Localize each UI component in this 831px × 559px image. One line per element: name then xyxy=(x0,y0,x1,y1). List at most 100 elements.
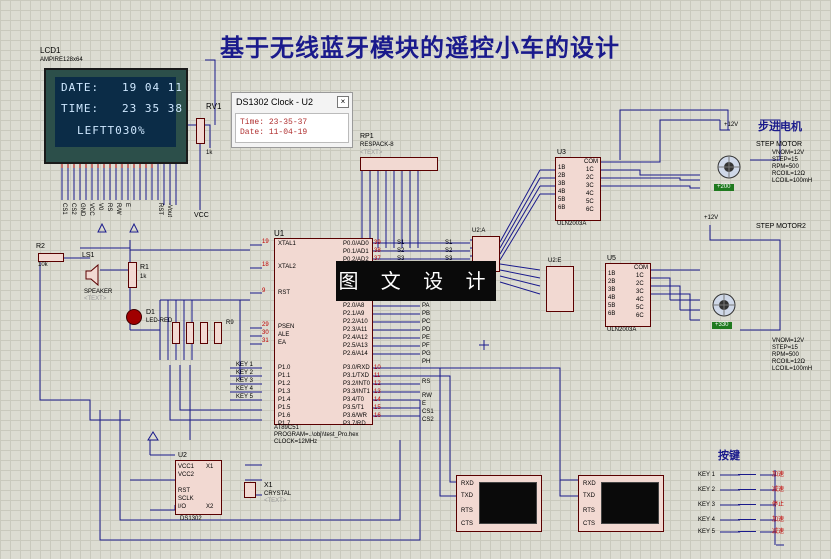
stepper-motor-2[interactable]: +330 xyxy=(700,290,750,335)
u1-pin-name: P1.5 xyxy=(278,405,291,411)
led-red-icon[interactable] xyxy=(126,309,142,325)
u3-out-pin: 1C xyxy=(586,167,594,173)
u3-out-pin: COM xyxy=(584,159,598,165)
u1-pin-number: 15 xyxy=(374,405,381,411)
u1-pin-number: 9 xyxy=(262,288,266,294)
u2-pin: VCC1 xyxy=(178,464,195,470)
u1-pin-name: EA xyxy=(278,340,287,346)
u5-out-pin: COM xyxy=(634,265,648,271)
clock-date-row: Date: 11-04-19 xyxy=(240,128,307,137)
clock-popup-title: DS1302 Clock - U2 xyxy=(236,97,314,107)
u1-pin-number: 39 xyxy=(374,240,381,246)
terminal-pin: TXD xyxy=(583,493,595,499)
u3-out-pin: 4C xyxy=(586,191,594,197)
lcd-pin-label: CS2 xyxy=(70,203,76,215)
motor2-supply: +12V xyxy=(704,215,719,221)
u2-pin: VCC2 xyxy=(178,472,195,478)
terminal-pin: RXD xyxy=(461,481,474,487)
r1-ref: R1 xyxy=(140,264,149,271)
u1-clock: CLOCK=12MHz xyxy=(274,439,318,445)
resistor-icon[interactable] xyxy=(186,322,194,344)
stepper-motor-icon xyxy=(717,155,741,179)
key-label: KEY 5 xyxy=(698,529,715,535)
u1-pin-name: P3.2/INT0 xyxy=(343,381,371,387)
key-label: KEY 1 xyxy=(698,472,715,478)
r2-ref: R2 xyxy=(36,243,45,250)
watermark-overlay: 图 文 设 计 xyxy=(336,261,496,301)
u2e-ref: U2:E xyxy=(548,258,562,264)
x1-text: <TEXT> xyxy=(264,498,287,504)
u5-part: ULN2003A xyxy=(607,327,637,333)
u3-driver[interactable] xyxy=(555,157,601,221)
lcd-display[interactable]: DATE: 19 04 11 TIME: 23 35 38 LEFTT030% xyxy=(44,68,188,164)
key-switch[interactable] xyxy=(738,519,756,523)
u1-program: PROGRAM=..\obj\\test_Pro.hex xyxy=(274,432,359,438)
lcd-pin-label: VCC xyxy=(88,203,94,216)
u1-pin-name: P1.2 xyxy=(278,381,291,387)
lcd-line-1: DATE: 19 04 11 xyxy=(61,81,183,94)
keys-heading: 按键 xyxy=(718,449,740,462)
key-switch[interactable] xyxy=(738,489,756,493)
resistor-icon[interactable] xyxy=(172,322,180,344)
port-label: E xyxy=(422,401,427,407)
rp1-text: <TEXT> xyxy=(360,150,383,156)
lcd-pin-label: RST xyxy=(157,203,163,215)
close-icon[interactable]: × xyxy=(337,96,349,108)
u1-pin-name: PSEN xyxy=(278,324,295,330)
potentiometer-icon[interactable] xyxy=(196,118,205,144)
resistor-icon[interactable] xyxy=(214,322,222,344)
u3-in-pin: 3B xyxy=(558,181,566,187)
lcd-screen: DATE: 19 04 11 TIME: 23 35 38 LEFTT030% xyxy=(55,77,182,147)
ds1302-clock-popup[interactable]: DS1302 Clock - U2 × Time: 23-35-37 Date:… xyxy=(231,92,353,148)
stepper-motor-1[interactable]: +200 xyxy=(700,150,750,195)
u5-driver[interactable] xyxy=(605,263,651,327)
net-label: S2 xyxy=(445,248,453,254)
net-label: S2 xyxy=(397,248,405,254)
u2-pin: I/O xyxy=(178,504,187,510)
port-label: CS2 xyxy=(422,417,434,423)
clock-time-row: Time: 23-35-37 xyxy=(240,118,307,127)
virtual-terminal-2[interactable]: RXD TXD RTS CTS xyxy=(578,475,664,532)
motor2-display: +330 xyxy=(712,322,732,329)
motor-heading: 步进电机 xyxy=(758,120,802,133)
u5-in-pin: 2B xyxy=(608,279,616,285)
terminal-pin: RTS xyxy=(461,508,473,514)
resistor-icon[interactable] xyxy=(128,262,137,288)
stepper-motor-icon xyxy=(712,293,736,317)
clock-popup-body: Time: 23-35-37 Date: 11-04-19 xyxy=(235,113,349,143)
terminal-pin: CTS xyxy=(461,521,473,527)
terminal-pin: RTS xyxy=(583,508,595,514)
key-label: KEY 3 xyxy=(698,502,715,508)
u1-pin-number: 31 xyxy=(262,338,269,344)
rp1-resistor-pack[interactable] xyxy=(360,157,438,171)
u3-out-pin: 6C xyxy=(586,207,594,213)
key-switch[interactable] xyxy=(738,531,756,535)
speaker-icon[interactable] xyxy=(84,262,104,288)
virtual-terminal-1[interactable]: RXD TXD RTS CTS xyxy=(456,475,542,532)
u3-part: ULN2003A xyxy=(557,221,587,227)
rv1-value: 1k xyxy=(206,150,213,156)
u5-in-pin: 3B xyxy=(608,287,616,293)
terminal-screen xyxy=(601,482,659,524)
u2-part: DS1302 xyxy=(180,516,202,522)
u2-ref: U2 xyxy=(178,452,187,459)
motor-param: RCOIL=12Ω xyxy=(772,171,805,177)
key-switch[interactable] xyxy=(738,474,756,478)
resistor-icon[interactable] xyxy=(200,322,208,344)
u1-pin-number: 30 xyxy=(262,330,269,336)
resistor-icon[interactable] xyxy=(38,253,64,262)
u1-pin-name: P3.4/T0 xyxy=(343,397,365,403)
u5-ref: U5 xyxy=(607,255,616,262)
u2-rtc-chip[interactable] xyxy=(175,460,222,515)
d1-part: LED-RED xyxy=(146,318,173,324)
key-switch[interactable] xyxy=(738,504,756,508)
crystal-icon[interactable] xyxy=(244,482,256,498)
motor-param: RPM=500 xyxy=(772,352,799,358)
port-label: PE xyxy=(422,335,431,341)
ls1-ref: LS1 xyxy=(82,252,95,259)
u3-in-pin: 1B xyxy=(558,165,566,171)
u1-pin-number: 38 xyxy=(374,248,381,254)
u2e-gate[interactable] xyxy=(546,266,574,312)
lcd-pin-label: GND xyxy=(79,203,85,217)
u1-pin-name: P0.1/AD1 xyxy=(343,249,369,255)
